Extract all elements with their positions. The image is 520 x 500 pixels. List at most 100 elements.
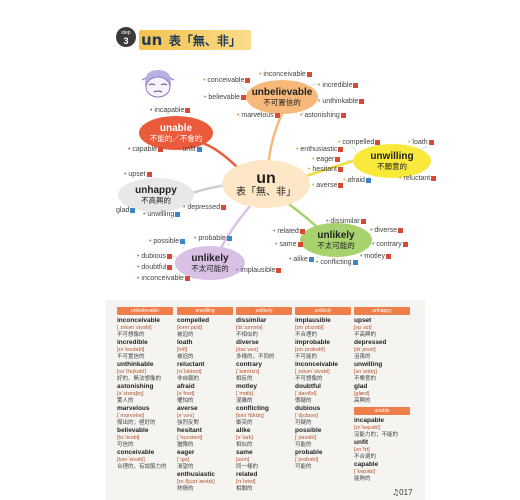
glossary-entry: averse[ə`vɝs]強烈反對 — [177, 405, 237, 426]
entry-phonetic: [kən`flɪktɪŋ] — [236, 413, 264, 419]
entry-meaning: 不相似的 — [236, 331, 259, 338]
map-word: • conceivable — [203, 76, 251, 85]
entry-meaning: 熱情的 — [177, 485, 194, 492]
entry-word: diverse — [236, 339, 259, 346]
entry-phonetic: [bɪ`livəbl] — [117, 435, 140, 441]
entry-phonetic: [`mɑrvələs] — [117, 413, 145, 419]
glossary-entry: reluctant[rɪ`lʌktənt]非自願的 — [177, 361, 237, 382]
audio-track[interactable]: ♫017 — [392, 488, 413, 497]
entry-word: related — [236, 471, 258, 478]
glossary-entry: related[rɪ`letɪd]相關的 — [236, 471, 296, 492]
entry-word: marvelous — [117, 405, 150, 412]
entry-meaning: 可能的 — [295, 441, 312, 448]
entry-phonetic: [`kepəbl] — [354, 469, 376, 475]
entry-meaning: 強烈反對 — [177, 419, 200, 426]
glossary-entry: loath[loθ]被迫的 — [177, 339, 237, 360]
entry-phonetic: [`pɑsəbl] — [295, 435, 317, 441]
bubble-unable: unable 不能的／不會的 — [139, 116, 213, 150]
center-word: un — [256, 169, 276, 187]
entry-phonetic: [ʌn`fɪt] — [354, 447, 370, 453]
entry-meaning: 沮喪的 — [354, 353, 371, 360]
bubble-word: unlikely — [317, 230, 355, 241]
bubble-word: unlikely — [191, 253, 229, 264]
entry-word: possible — [295, 427, 322, 434]
mind-map-connectors — [123, 79, 429, 279]
map-word: • hesitant — [308, 165, 343, 174]
entry-meaning: 相反的 — [236, 375, 253, 382]
entry-word: hesitant — [177, 427, 202, 434]
map-word: • astonishing — [300, 111, 346, 120]
entry-word: incredible — [117, 339, 148, 346]
entry-phonetic: [ɪm`plɔzəbl] — [295, 325, 324, 331]
glossary-tab: unhappy — [354, 307, 410, 315]
map-word: • alike — [289, 255, 314, 264]
entry-meaning: 相關的 — [236, 485, 253, 492]
glossary-entry: incapable[ɪn`kepəbl]沒能力的；不能的 — [354, 417, 414, 438]
glossary-entry: hesitant[`hɛzətənt]猶豫的 — [177, 427, 237, 448]
entry-meaning: 可疑的 — [295, 419, 312, 426]
map-word: • compelled — [338, 138, 381, 147]
entry-phonetic: [ˌɪnkən`sivəbl] — [295, 369, 330, 375]
entry-phonetic: [ʌn`wɪlɪŋ] — [354, 369, 377, 375]
entry-meaning: 高興的 — [354, 397, 371, 404]
map-word: • doubtful — [137, 263, 173, 272]
entry-word: eager — [177, 449, 195, 456]
entry-phonetic: [`kɑntrɛrɪ] — [236, 369, 260, 375]
entry-word: averse — [177, 405, 198, 412]
glossary-entry: glad[glæd]高興的 — [354, 383, 414, 404]
glossary-entry: doubtful[`daʊtfəl]懷疑的 — [295, 383, 355, 404]
map-word: • same — [275, 240, 303, 249]
map-word: • inconceivable — [137, 274, 190, 283]
map-word: • enthusiastic — [296, 145, 344, 154]
entry-word: believable — [117, 427, 149, 434]
entry-phonetic: [glæd] — [354, 391, 370, 397]
glossary-entry: compelled[kəm`pɛld]被迫的 — [177, 317, 237, 338]
entry-meaning: 沒能力的；不能的 — [354, 431, 399, 438]
entry-word: unwilling — [354, 361, 383, 368]
glossary-entry: afraid[ə`fred]懼怕的 — [177, 383, 237, 404]
mind-map: un 表「無、非」 unbelievable 不可置信的 unable 不能的／… — [116, 70, 437, 283]
entry-meaning: 猶豫的 — [177, 441, 194, 448]
map-word: • motley — [360, 252, 392, 261]
entry-meaning: 混雜的 — [236, 397, 253, 404]
glossary-entry: same[sem]同一樣的 — [236, 449, 296, 470]
entry-phonetic: [dɪ`prɛst] — [354, 347, 376, 353]
entry-phonetic: [rɪ`lʌktənt] — [177, 369, 202, 375]
map-word: • marvelous — [237, 111, 280, 120]
entry-meaning: 驚人的 — [117, 397, 134, 404]
entry-meaning: 渴望的 — [177, 463, 194, 470]
glossary-entry: probable[`prɑbəbl]可能的 — [295, 449, 355, 470]
map-word: • incredible — [318, 81, 359, 90]
glossary-tab: unable — [354, 407, 410, 415]
entry-phonetic: [`hɛzətənt] — [177, 435, 203, 441]
bubble-unlikely-purple: unlikely 不太可能的 — [175, 246, 245, 280]
map-word: • inconceivable — [259, 70, 312, 79]
entry-word: loath — [177, 339, 193, 346]
glossary-panel: unbelievable inconceivable [ˌɪnkən`sivəbl]… — [105, 300, 425, 500]
entry-word: contrary — [236, 361, 263, 368]
entry-meaning: 衝突的 — [236, 419, 253, 426]
entry-phonetic: [ɪn`krɛdəbl] — [117, 347, 145, 353]
glossary-entry: unthinkable[ʌn`θɪŋkəbl]好的、無法想像的 — [117, 361, 177, 382]
glossary-entry: astonishing[ə`stɑnɪʃɪŋ]驚人的 — [117, 383, 177, 404]
glossary-tab: unbelievable — [117, 307, 173, 315]
glossary-entry: incredible[ɪn`krɛdəbl]不可置信的 — [117, 339, 177, 360]
entry-word: inconceivable — [117, 317, 160, 324]
entry-meaning: 懼怕的 — [177, 397, 194, 404]
glossary-tab: unlikely — [236, 307, 292, 315]
entry-word: incapable — [354, 417, 384, 424]
bubble-meaning: 不太可能的 — [317, 241, 355, 250]
entry-word: implausible — [295, 317, 331, 324]
entry-meaning: 不樂意的 — [354, 375, 377, 382]
entry-phonetic: [ɪnˌθjuzɪ`æstɪk] — [177, 479, 215, 485]
map-word: • implausible — [236, 266, 282, 275]
mascot-illustration — [141, 70, 175, 98]
entry-phonetic: [ə`vɝs] — [177, 413, 194, 419]
entry-word: dubious — [295, 405, 321, 412]
entry-word: upset — [354, 317, 372, 324]
glossary-entry: believable[bɪ`livəbl]可信的 — [117, 427, 177, 448]
map-word: glad — [116, 206, 136, 215]
entry-phonetic: [kəm`pɛld] — [177, 325, 203, 331]
